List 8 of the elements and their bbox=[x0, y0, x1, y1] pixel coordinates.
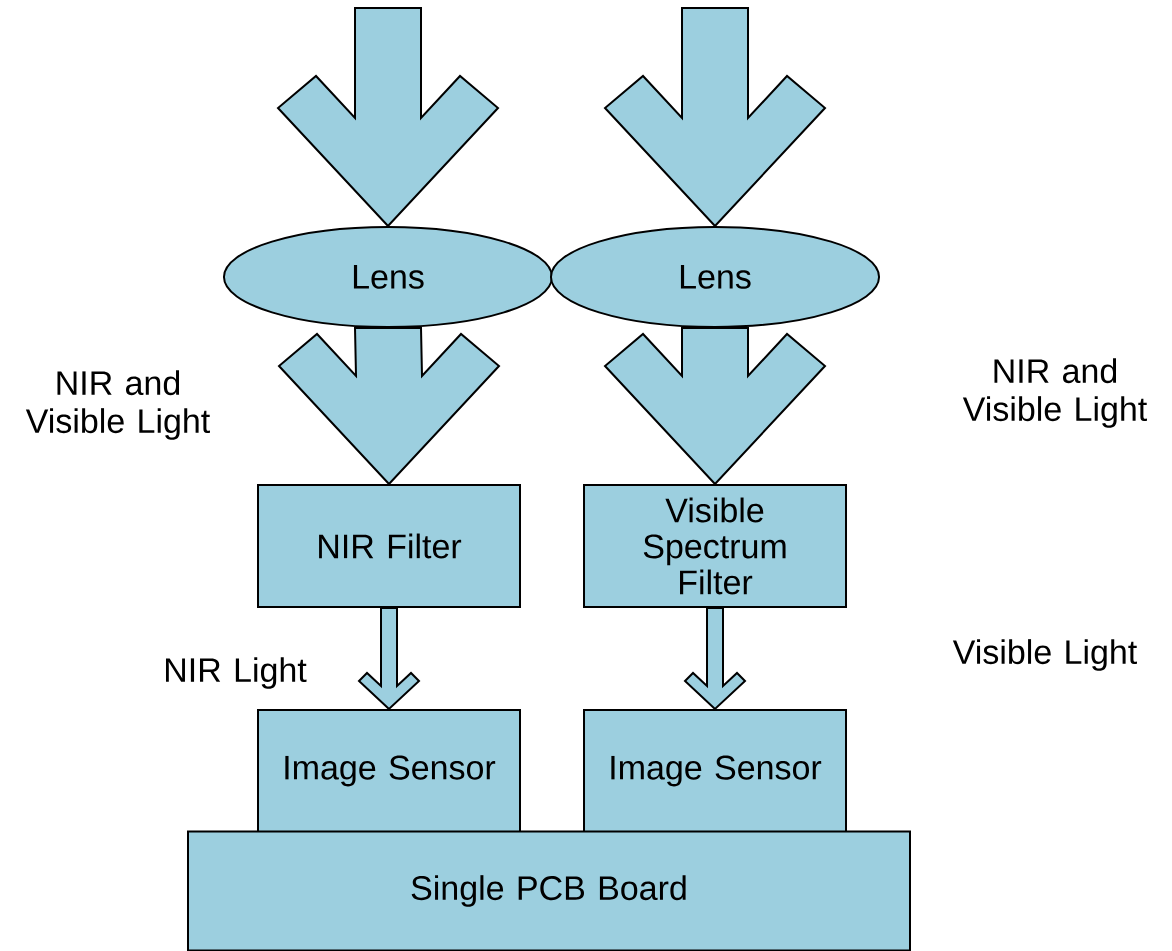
filter-box: Visible Spectrum Filter bbox=[583, 484, 847, 608]
annotation-text: NIR Light bbox=[166, 657, 307, 689]
sensor-box: Image Sensor bbox=[257, 709, 521, 833]
sensor-box: Image Sensor bbox=[583, 709, 847, 833]
annotation-text: NIR and Visible Light bbox=[25, 370, 210, 440]
annotation-text: NIR and Visible Light bbox=[962, 358, 1147, 428]
annotation-text: Visible Light bbox=[952, 639, 1137, 671]
filter-box: NIR Filter bbox=[257, 484, 521, 608]
